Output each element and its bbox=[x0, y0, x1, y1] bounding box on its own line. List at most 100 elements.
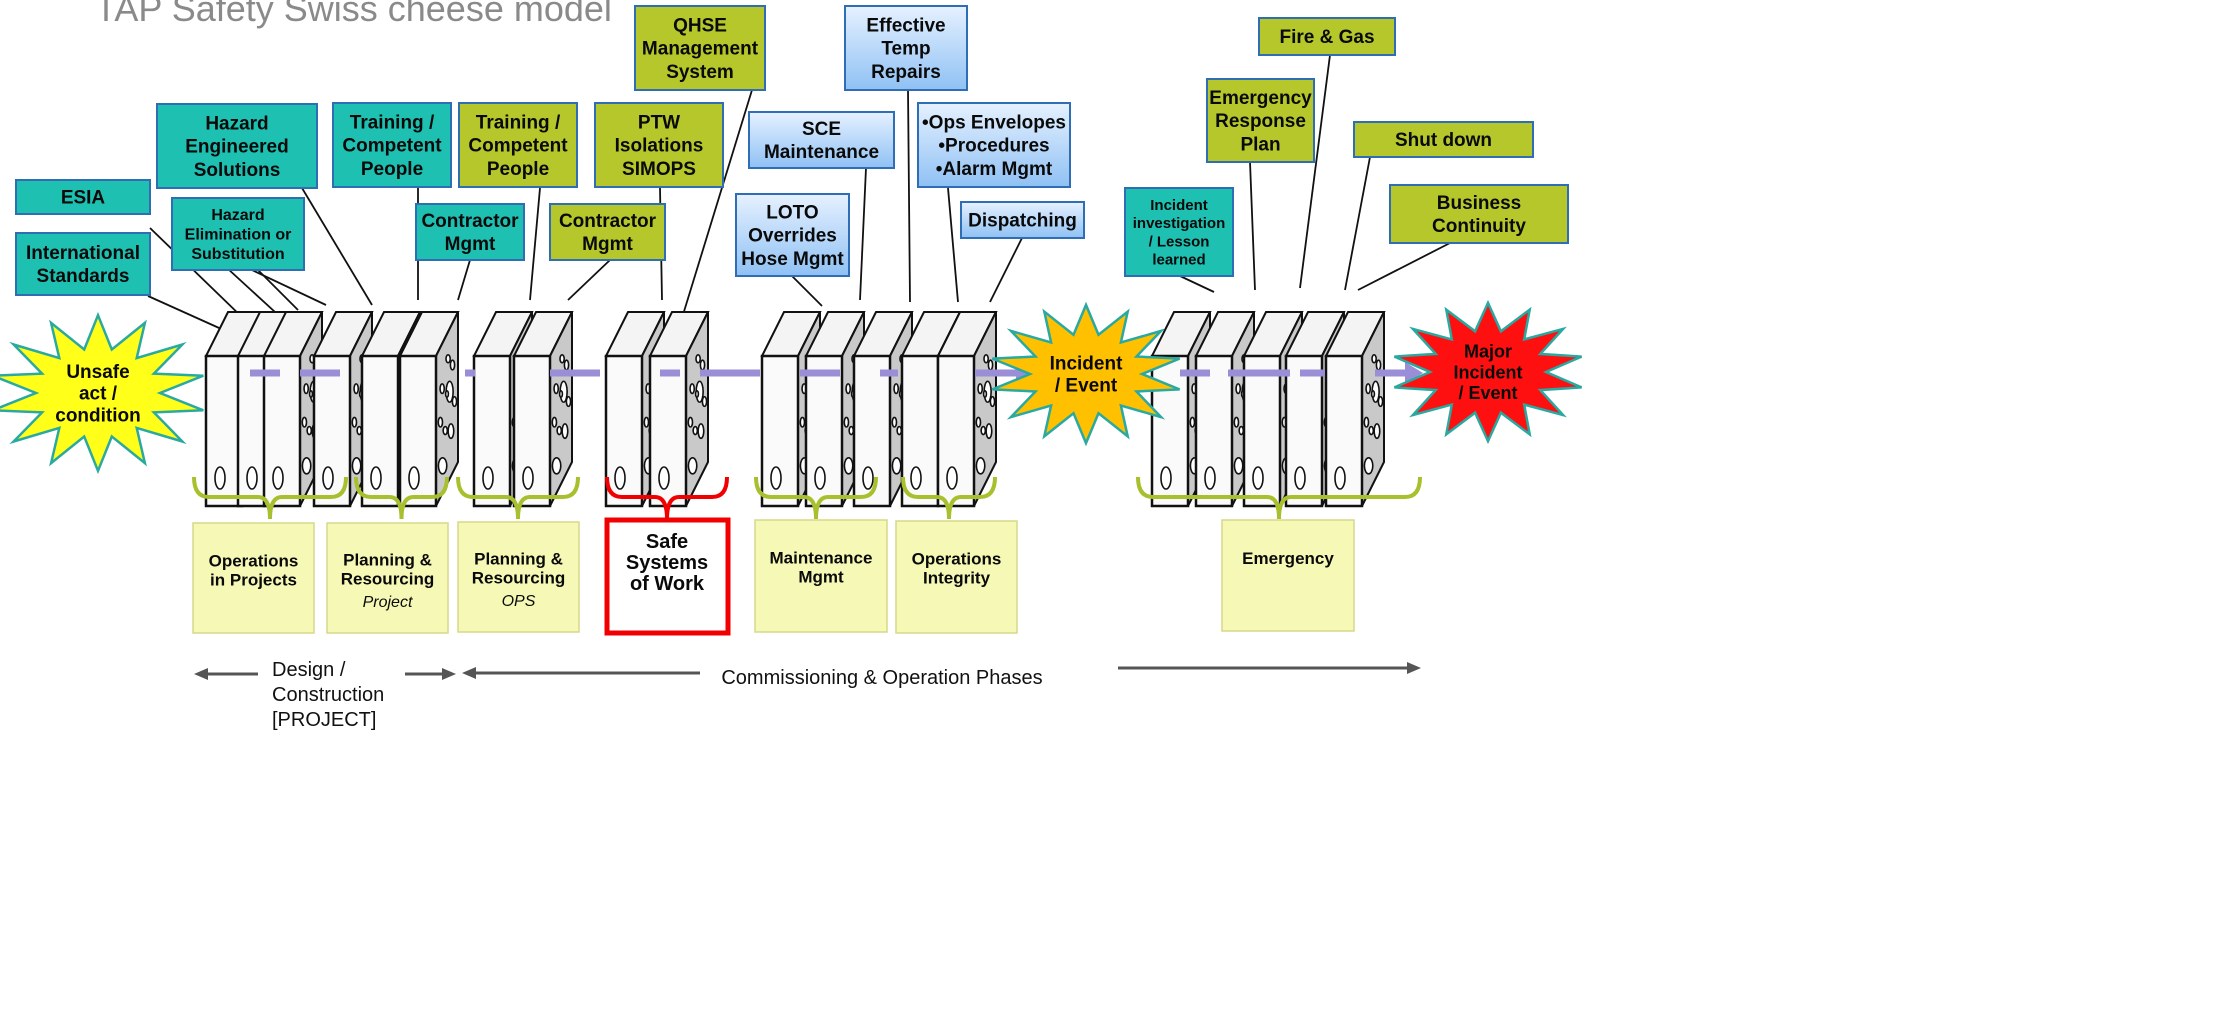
unsafe-act-star-label: condition bbox=[55, 406, 140, 427]
category-sublabel: OPS bbox=[502, 593, 536, 610]
barrier-label: People bbox=[487, 159, 549, 180]
barrier-label: Mgmt bbox=[582, 234, 633, 255]
bracket-planning-ops bbox=[456, 476, 580, 520]
barrier-label: Standards bbox=[37, 266, 130, 287]
phase-arrow-commissioning-left bbox=[462, 667, 700, 679]
barrier-label: •Procedures bbox=[938, 136, 1049, 157]
category-label: Planning & bbox=[474, 549, 563, 568]
connector-line bbox=[859, 167, 867, 301]
category-label: Mgmt bbox=[798, 567, 844, 586]
barrier-label: Incident bbox=[1150, 197, 1208, 214]
connector-line bbox=[791, 275, 823, 307]
connector-line bbox=[907, 89, 911, 303]
barrier-label: / Lesson bbox=[1149, 233, 1210, 250]
major-incident-star-label: Major bbox=[1464, 342, 1512, 362]
barrier-label: Management bbox=[642, 39, 759, 60]
cheese-slices bbox=[204, 311, 1386, 508]
barrier-label: Plan bbox=[1240, 134, 1280, 155]
barrier-label: Hose Mgmt bbox=[741, 249, 844, 270]
barrier-label: Response bbox=[1215, 111, 1306, 132]
barrier-label: Contractor bbox=[559, 211, 657, 232]
barrier-label: QHSE bbox=[673, 15, 727, 36]
barrier-label: Training / bbox=[476, 112, 561, 133]
connector-line bbox=[147, 295, 229, 333]
connector-line bbox=[1179, 275, 1215, 293]
barrier-label: Emergency bbox=[1209, 88, 1312, 109]
category-label: Resourcing bbox=[341, 569, 435, 588]
bracket-planning-project bbox=[354, 476, 449, 520]
category-label: Resourcing bbox=[472, 568, 566, 587]
phase-design-label: Design / bbox=[272, 659, 346, 681]
barrier-label: Substitution bbox=[191, 246, 284, 263]
barrier-label: Continuity bbox=[1432, 216, 1526, 237]
category-label: Operations bbox=[209, 551, 299, 570]
barrier-label: Temp bbox=[881, 39, 930, 60]
barrier-label: Contractor bbox=[421, 211, 519, 232]
connector-line bbox=[1249, 161, 1256, 291]
phase-commissioning-label: Commissioning & Operation Phases bbox=[721, 667, 1042, 689]
barrier-label: Business bbox=[1437, 193, 1521, 214]
barrier-label: learned bbox=[1152, 252, 1205, 269]
trajectory-arrows bbox=[250, 362, 1423, 384]
barrier-label: Effective bbox=[866, 15, 945, 36]
connector-line bbox=[149, 227, 246, 321]
barrier-label: Competent bbox=[342, 136, 442, 157]
barrier-label: SIMOPS bbox=[622, 159, 696, 180]
category-sublabel: Project bbox=[363, 594, 413, 611]
barrier-label: Solutions bbox=[194, 160, 281, 181]
category-label: Systems bbox=[626, 552, 708, 574]
barrier-label: SCE bbox=[802, 119, 841, 140]
connector-line bbox=[529, 187, 541, 301]
connector-line bbox=[1299, 54, 1331, 289]
barrier-label: Isolations bbox=[615, 136, 704, 157]
bracket-ops-projects bbox=[192, 476, 348, 520]
barrier-label: Hazard bbox=[211, 207, 264, 224]
bracket-emergency bbox=[1136, 476, 1422, 520]
incident-event-star-label: / Event bbox=[1055, 376, 1118, 397]
cheese-slice bbox=[648, 311, 710, 508]
connector-line bbox=[226, 267, 276, 313]
barrier-label: International bbox=[26, 243, 140, 264]
connector-line bbox=[1344, 156, 1371, 291]
bracket-ops-integrity bbox=[901, 476, 997, 520]
barrier-label: System bbox=[666, 62, 734, 83]
barrier-label: People bbox=[361, 159, 423, 180]
incident-event-star: Incident/ Event bbox=[991, 301, 1181, 447]
cheese-slice bbox=[936, 311, 998, 508]
phase-arrow-design-right bbox=[405, 668, 456, 680]
category-label: in Projects bbox=[210, 570, 297, 589]
barrier-label: Hazard bbox=[205, 113, 268, 134]
barrier-label: •Ops Envelopes bbox=[922, 112, 1066, 133]
phase-arrow-design-left bbox=[194, 668, 258, 680]
connector-line bbox=[989, 237, 1023, 303]
connector-line bbox=[457, 259, 471, 301]
cheese-slice bbox=[398, 311, 460, 508]
barrier-label: Engineered bbox=[185, 137, 288, 158]
unsafe-act-star-label: act / bbox=[79, 384, 118, 405]
barrier-label: Dispatching bbox=[968, 211, 1077, 232]
cheese-slice bbox=[512, 311, 574, 508]
connector-line bbox=[567, 259, 611, 301]
connector-line bbox=[947, 187, 959, 303]
barrier-label: PTW bbox=[638, 112, 680, 133]
barrier-label: investigation bbox=[1133, 215, 1226, 232]
barrier-label: Fire & Gas bbox=[1279, 27, 1374, 48]
barrier-label: Repairs bbox=[871, 62, 941, 83]
